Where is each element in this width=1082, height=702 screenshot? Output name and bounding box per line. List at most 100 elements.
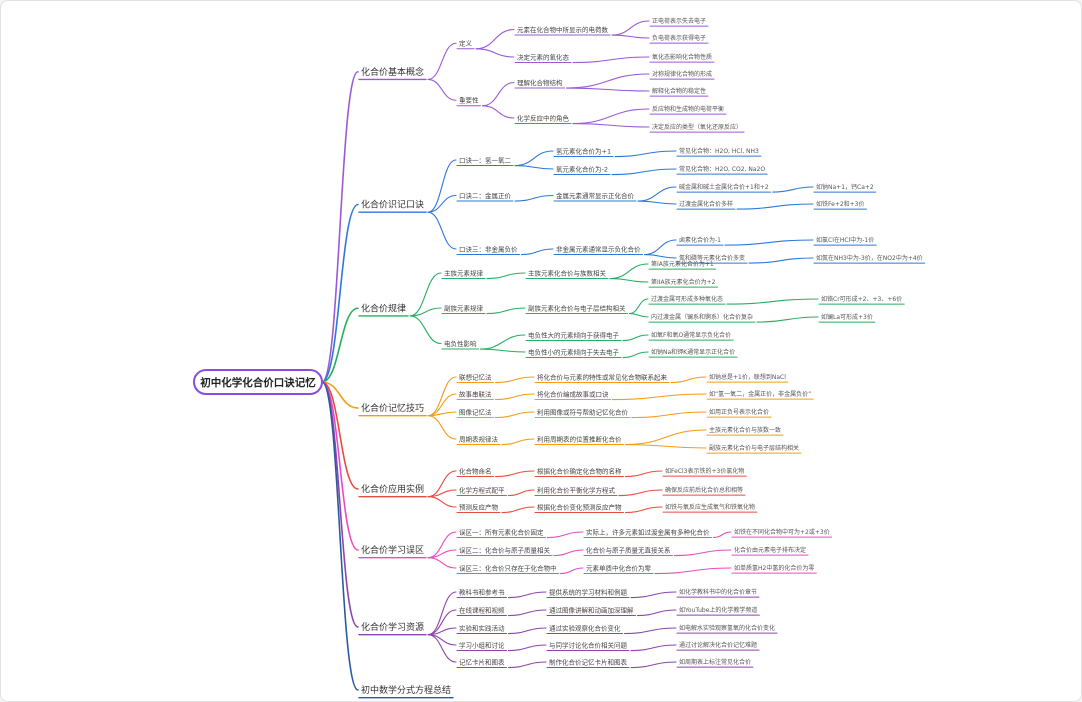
branch-node[interactable]: 化合价学习资源 — [361, 621, 424, 633]
topic-node[interactable]: 如氧F和氧O通常显示负化合价 — [651, 331, 731, 339]
topic-node[interactable]: 化合物命名 — [459, 466, 492, 475]
branch-node[interactable]: 化合价应用实例 — [361, 483, 424, 495]
topic-node[interactable]: 常见化合物：H2O, CO2, Na2O — [679, 165, 765, 173]
topic-node[interactable]: 非金属元素通常显示负化合价 — [556, 244, 641, 253]
topic-node[interactable]: 教科书和参考书 — [459, 587, 505, 596]
topic-node[interactable]: 周期表规律法 — [459, 434, 499, 443]
topic-node[interactable]: 元素单质中化合价为零 — [586, 563, 652, 572]
topic-node[interactable]: 化学方程式配平 — [459, 485, 505, 494]
topic-node[interactable]: 利用周期表的位置推断化合价 — [537, 434, 622, 443]
topic-node[interactable]: 通过实验观察化合价变化 — [549, 623, 621, 632]
topic-node[interactable]: 化学反应中的角色 — [517, 113, 570, 122]
topic-node[interactable]: 氧化态影响化合物性质 — [652, 53, 712, 61]
topic-node[interactable]: 化合价与原子质量无直接关系 — [586, 545, 671, 554]
topic-node[interactable]: 根据化合价确定化合物的名称 — [537, 466, 622, 475]
topic-node[interactable]: 如铬Cr可形成+2、+3、+6价 — [821, 295, 902, 303]
topic-node[interactable]: 实际上，许多元素如过渡金属有多种化合价 — [586, 527, 710, 536]
topic-node[interactable]: 误区一：所有元素化合价固定 — [459, 527, 544, 536]
topic-node[interactable]: 正电荷表示失去电子 — [652, 17, 706, 25]
topic-node[interactable]: 金属元素通常显示正化合价 — [556, 191, 635, 200]
topic-node[interactable]: 重要性 — [459, 96, 479, 105]
topic-node[interactable]: 根据化合价变化预测反应产物 — [537, 502, 622, 511]
topic-node[interactable]: 氮和磷等元素化合价多变 — [679, 254, 745, 262]
topic-node[interactable]: 常见化合物：H2O, HCl, NH3 — [679, 147, 759, 155]
branch-node[interactable]: 化合价记忆技巧 — [361, 402, 424, 414]
topic-node[interactable]: 卤素化合价为-1 — [679, 236, 721, 244]
topic-node[interactable]: 第IA族元素化合价为+1 — [651, 260, 714, 268]
topic-node[interactable]: 元素在化合物中所显示的电荷数 — [517, 25, 609, 34]
topic-node[interactable]: 将化合价与元素的特性或常见化合物联系起来 — [537, 372, 668, 381]
topic-node[interactable]: 如氮在NH3中为-3价，在NO2中为+4价 — [816, 254, 923, 262]
topic-node[interactable]: 提供系统的学习材料和例题 — [549, 587, 628, 596]
topic-node[interactable]: 如铁与氧反应生成氧气和铁氧化物 — [665, 503, 755, 511]
topic-node[interactable]: 记忆卡片和图表 — [459, 657, 505, 666]
topic-node[interactable]: 如钠Na和钾K通常显示正化合价 — [651, 348, 735, 356]
topic-node[interactable]: 过渡金属化合价多样 — [679, 200, 733, 208]
topic-node[interactable]: 如YouTube上的化学教学频道 — [679, 606, 757, 614]
topic-node[interactable]: 如化学教科书中的化合价章节 — [679, 588, 757, 596]
topic-node[interactable]: 通过图像讲解和动画加深理解 — [549, 605, 634, 614]
topic-node[interactable]: 将化合价编成故事或口诀 — [537, 389, 609, 398]
topic-node[interactable]: 主族元素化合价与族数一致 — [709, 426, 781, 434]
topic-node[interactable]: 反应物和生成物的电荷平衡 — [652, 105, 724, 113]
branch-node[interactable]: 化合价学习误区 — [361, 544, 424, 556]
topic-node[interactable]: 通过讨论解决化合价记忆难题 — [679, 641, 757, 649]
topic-node[interactable]: 理解化合物结构 — [517, 78, 563, 87]
topic-node[interactable]: 副族元素化合价与电子层结构相关 — [528, 303, 626, 312]
topic-node[interactable]: 误区二：化合价与原子质量相关 — [459, 545, 551, 554]
topic-node[interactable]: 如氯Cl在HCl中为-1价 — [816, 236, 874, 244]
topic-node[interactable]: 副族元素化合价与电子层结构相关 — [709, 444, 799, 452]
topic-node[interactable]: 主族元素规律 — [444, 268, 484, 277]
topic-node[interactable]: 故事串联法 — [459, 389, 492, 398]
topic-node[interactable]: 口诀二：金属正价 — [459, 191, 512, 200]
topic-node[interactable]: 实验和实践活动 — [459, 623, 505, 632]
topic-node[interactable]: 电负性影响 — [444, 339, 477, 348]
topic-node[interactable]: 如电解水实验观察氢氧的化合价变化 — [679, 624, 775, 632]
topic-node[interactable]: 化合价由元素电子排布决定 — [734, 546, 806, 554]
topic-node[interactable]: 内过渡金属（镧系和锕系）化合价复杂 — [651, 313, 753, 321]
topic-node[interactable]: 口诀三：非金属负价 — [459, 244, 518, 253]
topic-node[interactable]: 图像记忆法 — [459, 407, 492, 416]
topic-node[interactable]: 第IIA族元素化合价为+2 — [651, 278, 716, 286]
branch-node[interactable]: 化合价基本概念 — [361, 66, 424, 78]
topic-node[interactable]: 如FeCl3表示铁的+3价氯化物 — [665, 467, 744, 475]
topic-node[interactable]: 确保反应前后化合价总和相等 — [665, 486, 743, 494]
branch-node[interactable]: 初中数学分式方程总结 — [361, 684, 451, 696]
topic-node[interactable]: 过渡金属可形成多种氧化态 — [651, 295, 723, 303]
topic-node[interactable]: 与同学讨论化合价相关问题 — [549, 640, 628, 649]
topic-node[interactable]: 氧元素化合价为-2 — [556, 164, 608, 173]
topic-node[interactable]: 如钠Na+1，钙Ca+2 — [816, 183, 874, 191]
branch-node[interactable]: 化合价识记口诀 — [361, 199, 424, 211]
topic-node[interactable]: 如单质氢H2中氢的化合价为零 — [734, 564, 814, 572]
branch-node[interactable]: 化合价规律 — [361, 302, 406, 314]
topic-node[interactable]: 如镧La可形成+3价 — [821, 313, 873, 321]
topic-node[interactable]: 负电荷表示获得电子 — [652, 34, 706, 42]
topic-node[interactable]: 主族元素化合价与族数相关 — [528, 268, 607, 277]
topic-node[interactable]: 预测反应产物 — [459, 502, 499, 511]
topic-node[interactable]: 如“氢一氧二，金属正价，非金属负价” — [709, 390, 811, 398]
topic-node[interactable]: 副族元素规律 — [444, 303, 484, 312]
topic-node[interactable]: 误区三：化合价只存在于化合物中 — [459, 563, 557, 572]
topic-node[interactable]: 如铁Fe+2和+3价 — [816, 200, 865, 208]
topic-node[interactable]: 对称规律化合物的形成 — [652, 70, 712, 78]
topic-node[interactable]: 在线课程和视频 — [459, 605, 505, 614]
topic-node[interactable]: 如周期表上标注常见化合价 — [679, 658, 751, 666]
topic-node[interactable]: 口诀一：氢一氧二 — [459, 155, 512, 164]
topic-node[interactable]: 利用化合价平衡化学方程式 — [537, 485, 616, 494]
topic-node[interactable]: 电负性小的元素倾向于失去电子 — [528, 347, 620, 356]
topic-node[interactable]: 联想记忆法 — [459, 372, 492, 381]
topic-node[interactable]: 决定反应的类型（氧化还原反应） — [652, 123, 742, 131]
topic-node[interactable]: 解释化合物的稳定性 — [652, 87, 706, 95]
topic-node[interactable]: 学习小组和讨论 — [459, 640, 505, 649]
topic-node[interactable]: 制作化合价记忆卡片和图表 — [549, 657, 628, 666]
topic-node[interactable]: 定义 — [459, 39, 473, 48]
topic-node[interactable]: 如铁在不同化合物中可为+2或+3价 — [734, 528, 830, 536]
topic-node[interactable]: 利用图像或符号帮助记忆化合价 — [537, 407, 629, 416]
topic-node[interactable]: 氢元素化合价为+1 — [556, 146, 611, 155]
topic-node[interactable]: 如用正负号表示化合价 — [709, 408, 769, 416]
topic-node[interactable]: 如钠总是+1价，联想到NaCl — [709, 373, 786, 381]
topic-node[interactable]: 碱金属和碱土金属化合价+1和+2 — [679, 183, 769, 191]
topic-node[interactable]: 电负性大的元素倾向于获得电子 — [528, 330, 620, 339]
root-node[interactable]: 初中化学化合价口诀记忆 — [193, 369, 323, 395]
topic-node[interactable]: 决定元素的氧化态 — [517, 52, 570, 61]
